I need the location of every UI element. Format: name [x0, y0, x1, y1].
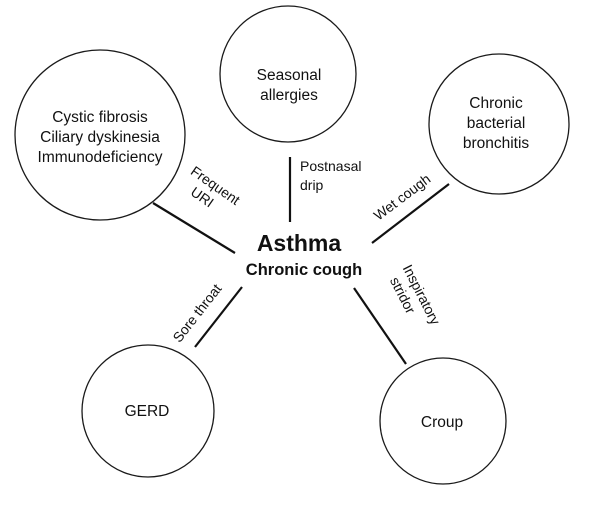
- node-label-line: Croup: [421, 414, 463, 431]
- node-croup: Croup: [379, 357, 507, 485]
- node-chronic-bacterial-bronchitis: Chronic bacterial bronchitis: [428, 53, 570, 195]
- node-label-line: allergies: [260, 87, 318, 104]
- node-label-line: bronchitis: [463, 135, 530, 152]
- center-subtitle: Chronic cough: [246, 261, 362, 279]
- edge-label-line: Postnasal: [300, 158, 361, 174]
- edge-label-line: drip: [300, 177, 324, 193]
- node-circle: [428, 53, 570, 195]
- node-label-line: GERD: [125, 403, 170, 420]
- node-gerd: GERD: [81, 344, 215, 478]
- node-circle: [14, 49, 186, 221]
- edge-label-line: Wet cough: [371, 171, 434, 224]
- edge-label-postnasal-drip: Postnasal drip: [300, 158, 361, 193]
- edge-label-frequent-uri: Frequent URI: [188, 163, 243, 211]
- center-title: Asthma: [257, 230, 342, 256]
- node-label-line: Immunodeficiency: [38, 149, 163, 166]
- node-label-line: Seasonal: [257, 67, 322, 84]
- edge-line-frequent-uri: [152, 202, 236, 254]
- edge-line-sore-throat: [194, 286, 243, 348]
- edge-label-wet-cough: Wet cough: [371, 171, 434, 224]
- edge-label-sore-throat: Sore throat: [169, 281, 224, 346]
- edge-line-wet-cough: [371, 183, 450, 244]
- node-circle: [379, 357, 507, 485]
- node-circle: [219, 5, 357, 143]
- node-cystic-fibrosis-group: Cystic fibrosis Ciliary dyskinesia Immun…: [14, 49, 186, 221]
- edge-label-inspiratory-stridor: Inspiratory stridor: [387, 262, 444, 327]
- node-label-line: Cystic fibrosis: [52, 109, 148, 126]
- node-circle: [81, 344, 215, 478]
- node-label-line: Ciliary dyskinesia: [40, 129, 160, 146]
- edge-line-inspiratory-stridor: [353, 287, 407, 365]
- node-label-line: bacterial: [467, 115, 526, 132]
- node-label-line: Chronic: [469, 95, 523, 112]
- node-seasonal-allergies: Seasonal allergies: [219, 5, 357, 143]
- center-node: Asthma Chronic cough: [246, 230, 362, 279]
- edge-label-line: Sore throat: [169, 281, 224, 346]
